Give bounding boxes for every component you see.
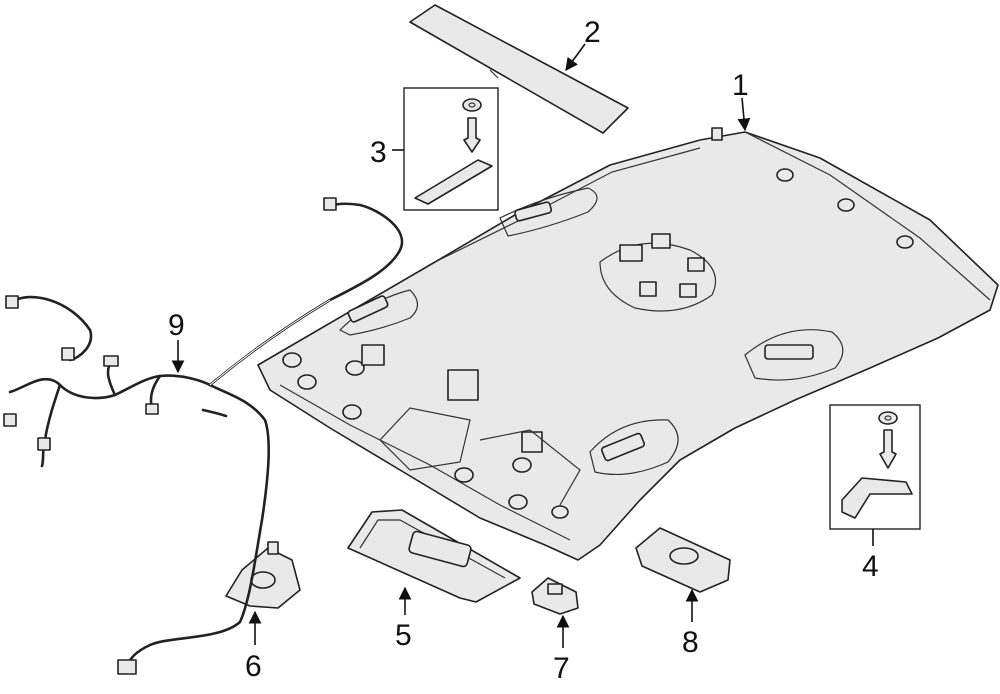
callout-2: 2 (584, 16, 601, 49)
callout-1: 1 (732, 69, 749, 102)
leader-2 (565, 43, 586, 72)
callout-3: 3 (370, 136, 387, 169)
callout-6: 6 (245, 650, 262, 683)
callout-7: 7 (553, 652, 570, 685)
part-4-handle-kit (829, 404, 921, 530)
part-2-insulator-pad (409, 4, 629, 134)
part-7-switch (531, 577, 579, 615)
callout-4: 4 (862, 550, 879, 583)
part-6-map-lamp (225, 541, 301, 609)
callout-8: 8 (682, 626, 699, 659)
callout-5: 5 (395, 619, 412, 652)
part-8-room-lamp (635, 527, 731, 593)
part-5-overhead-console (347, 509, 521, 603)
leader-1 (737, 97, 751, 132)
part-4-frame (829, 404, 921, 530)
part-1-headliner (257, 127, 999, 561)
callout-labels: 1 2 3 4 5 6 7 8 9 (168, 16, 879, 685)
part-3-frame (403, 87, 499, 211)
part-3-bracket-kit (403, 87, 499, 211)
callout-9: 9 (168, 309, 185, 342)
part-9-wire-harness (3, 197, 404, 675)
leader-lines (171, 43, 874, 648)
